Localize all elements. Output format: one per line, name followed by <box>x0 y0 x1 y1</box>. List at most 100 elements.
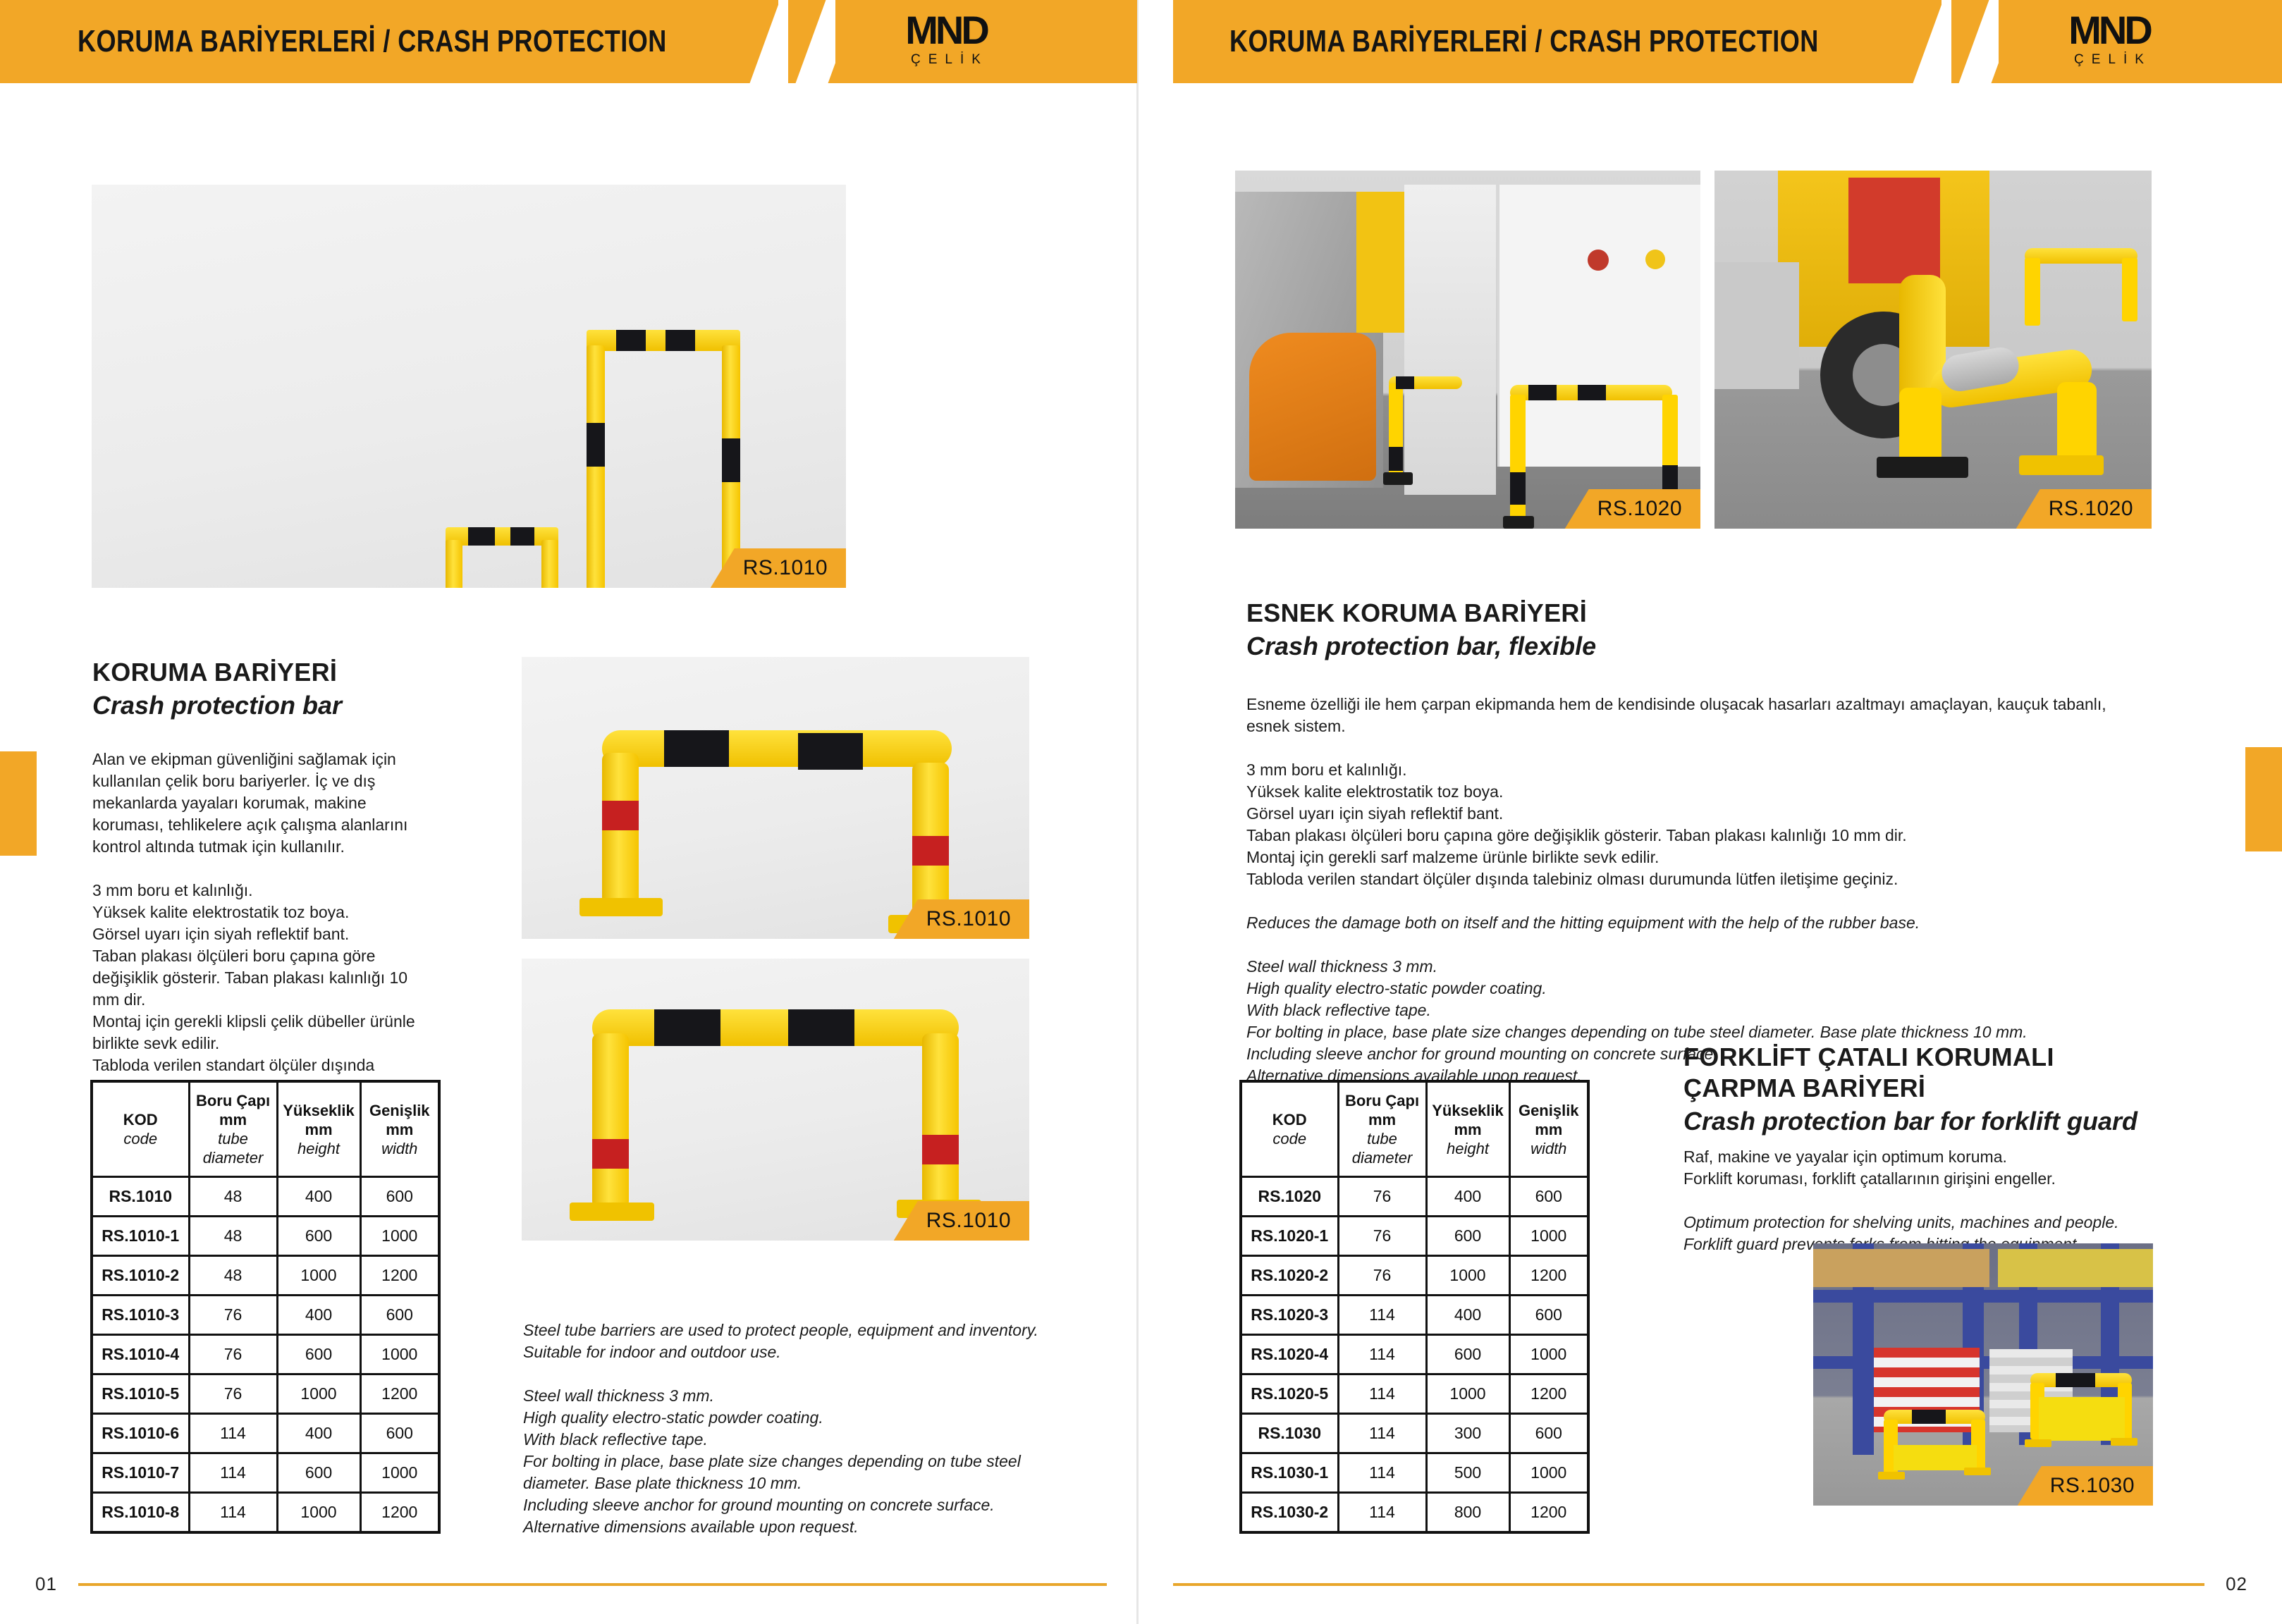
th-width-en-r: width <box>1530 1139 1567 1157</box>
cell-height: 1000 <box>1425 1255 1511 1296</box>
barrier-unit-4 <box>575 324 752 588</box>
cell-height: 1000 <box>1425 1373 1511 1415</box>
left-spec-tr-2: Yüksek kalite elektrostatik toz boya. <box>92 903 350 921</box>
detail-photo-2: RS.1010 <box>522 959 1029 1241</box>
scene-barrier-2 <box>1502 381 1686 529</box>
cell-diameter: 114 <box>1337 1413 1428 1454</box>
cell-diameter: 76 <box>1337 1176 1428 1217</box>
cell-height: 400 <box>276 1176 362 1217</box>
cell-height: 400 <box>1425 1294 1511 1336</box>
cell-width: 1200 <box>1508 1373 1590 1415</box>
cell-height: 400 <box>276 1294 362 1336</box>
flex-spec-en-5: Including sleeve anchor for ground mount… <box>1246 1045 1718 1063</box>
header-title-right: KORUMA BARİYERLERİ / CRASH PROTECTION <box>1229 24 1819 59</box>
barrier-unit-3 <box>436 522 568 588</box>
left-specs-en: Steel wall thickness 3 mm. High quality … <box>523 1385 1045 1538</box>
edge-tab-left <box>0 751 37 856</box>
cell-width: 1200 <box>1508 1491 1590 1534</box>
header-title-left: KORUMA BARİYERLERİ / CRASH PROTECTION <box>78 24 667 59</box>
cell-width: 1000 <box>1508 1215 1590 1257</box>
cell-height: 500 <box>1425 1452 1511 1494</box>
flexible-specs-en: Steel wall thickness 3 mm. High quality … <box>1246 956 2153 1087</box>
th-height-en: height <box>297 1139 340 1157</box>
cell-diameter: 114 <box>188 1452 278 1494</box>
right-photo-forklift-scene: RS.1020 <box>1235 171 1700 529</box>
cell-width: 1200 <box>359 1255 441 1296</box>
forklift-spec-tr-1: Raf, makine ve yayalar için optimum koru… <box>1683 1148 2007 1166</box>
right-photo-2-badge: RS.1020 <box>2016 489 2152 529</box>
flexible-section: ESNEK KORUMA BARİYERİ Crash protection b… <box>1246 598 2153 1087</box>
th-code-r: KOD code <box>1239 1080 1339 1178</box>
logo-sub-text: ÇELİK <box>911 52 988 67</box>
left-spec-en-5: Including sleeve anchor for ground mount… <box>523 1496 995 1514</box>
cell-code: RS.1020-5 <box>1239 1373 1339 1415</box>
cell-width: 600 <box>1508 1413 1590 1454</box>
flexible-specs-tr: 3 mm boru et kalınlığı. Yüksek kalite el… <box>1246 759 2153 890</box>
cell-diameter: 114 <box>1337 1373 1428 1415</box>
background-wall <box>1714 262 1799 389</box>
barrier-plate-2 <box>2039 1397 2125 1441</box>
cell-width: 600 <box>359 1294 441 1336</box>
forklift-title-en: Crash protection bar for forklift guard <box>1683 1107 2138 1136</box>
th-code: KOD code <box>90 1080 190 1178</box>
th-diameter-en: tube diameter <box>202 1130 264 1167</box>
cell-width: 1200 <box>359 1373 441 1415</box>
left-product-text-block: KORUMA BARİYERİ Crash protection bar Ala… <box>92 657 431 1120</box>
left-intro-en: Steel tube barriers are used to protect … <box>523 1321 1038 1361</box>
cell-diameter: 114 <box>188 1491 278 1534</box>
flex-spec-en-3: With black reflective tape. <box>1246 1001 1431 1019</box>
footer-right: 02 <box>1173 1573 2247 1595</box>
cell-height: 400 <box>276 1413 362 1454</box>
bent-barrier <box>1871 275 2104 486</box>
cell-height: 1000 <box>276 1491 362 1534</box>
header-bar-right: KORUMA BARİYERLERİ / CRASH PROTECTION <box>1173 0 1941 83</box>
forklift-orange-cover <box>1249 333 1376 481</box>
cell-width: 1200 <box>359 1491 441 1534</box>
cell-diameter: 48 <box>188 1215 278 1257</box>
cell-code: RS.1010-2 <box>90 1255 190 1296</box>
cell-diameter: 114 <box>1337 1452 1428 1494</box>
cell-code: RS.1010-6 <box>90 1413 190 1454</box>
cell-height: 600 <box>276 1215 362 1257</box>
hero-photo-badge: RS.1010 <box>710 548 846 588</box>
logo-right: MND ÇELİK <box>2025 10 2194 68</box>
warehouse-barrier-1 <box>1878 1407 1991 1484</box>
left-spec-en-1: Steel wall thickness 3 mm. <box>523 1386 714 1405</box>
th-width-en: width <box>381 1139 418 1157</box>
cell-code: RS.1010 <box>90 1176 190 1217</box>
left-spec-en-3: With black reflective tape. <box>523 1430 708 1448</box>
cell-width: 1200 <box>1508 1255 1590 1296</box>
cell-width: 600 <box>359 1176 441 1217</box>
cell-code: RS.1010-7 <box>90 1452 190 1494</box>
truck-red-stripe <box>1848 178 1940 283</box>
th-height-en-r: height <box>1447 1139 1489 1157</box>
cell-code: RS.1020-4 <box>1239 1334 1339 1375</box>
flex-spec-tr-4: Taban plakası ölçüleri boru çapına göre … <box>1246 826 1907 844</box>
cell-diameter: 48 <box>188 1255 278 1296</box>
cell-width: 1000 <box>1508 1452 1590 1494</box>
left-spec-en-2: High quality electro-static powder coati… <box>523 1408 823 1427</box>
barrier-closeup-2 <box>564 1001 987 1221</box>
